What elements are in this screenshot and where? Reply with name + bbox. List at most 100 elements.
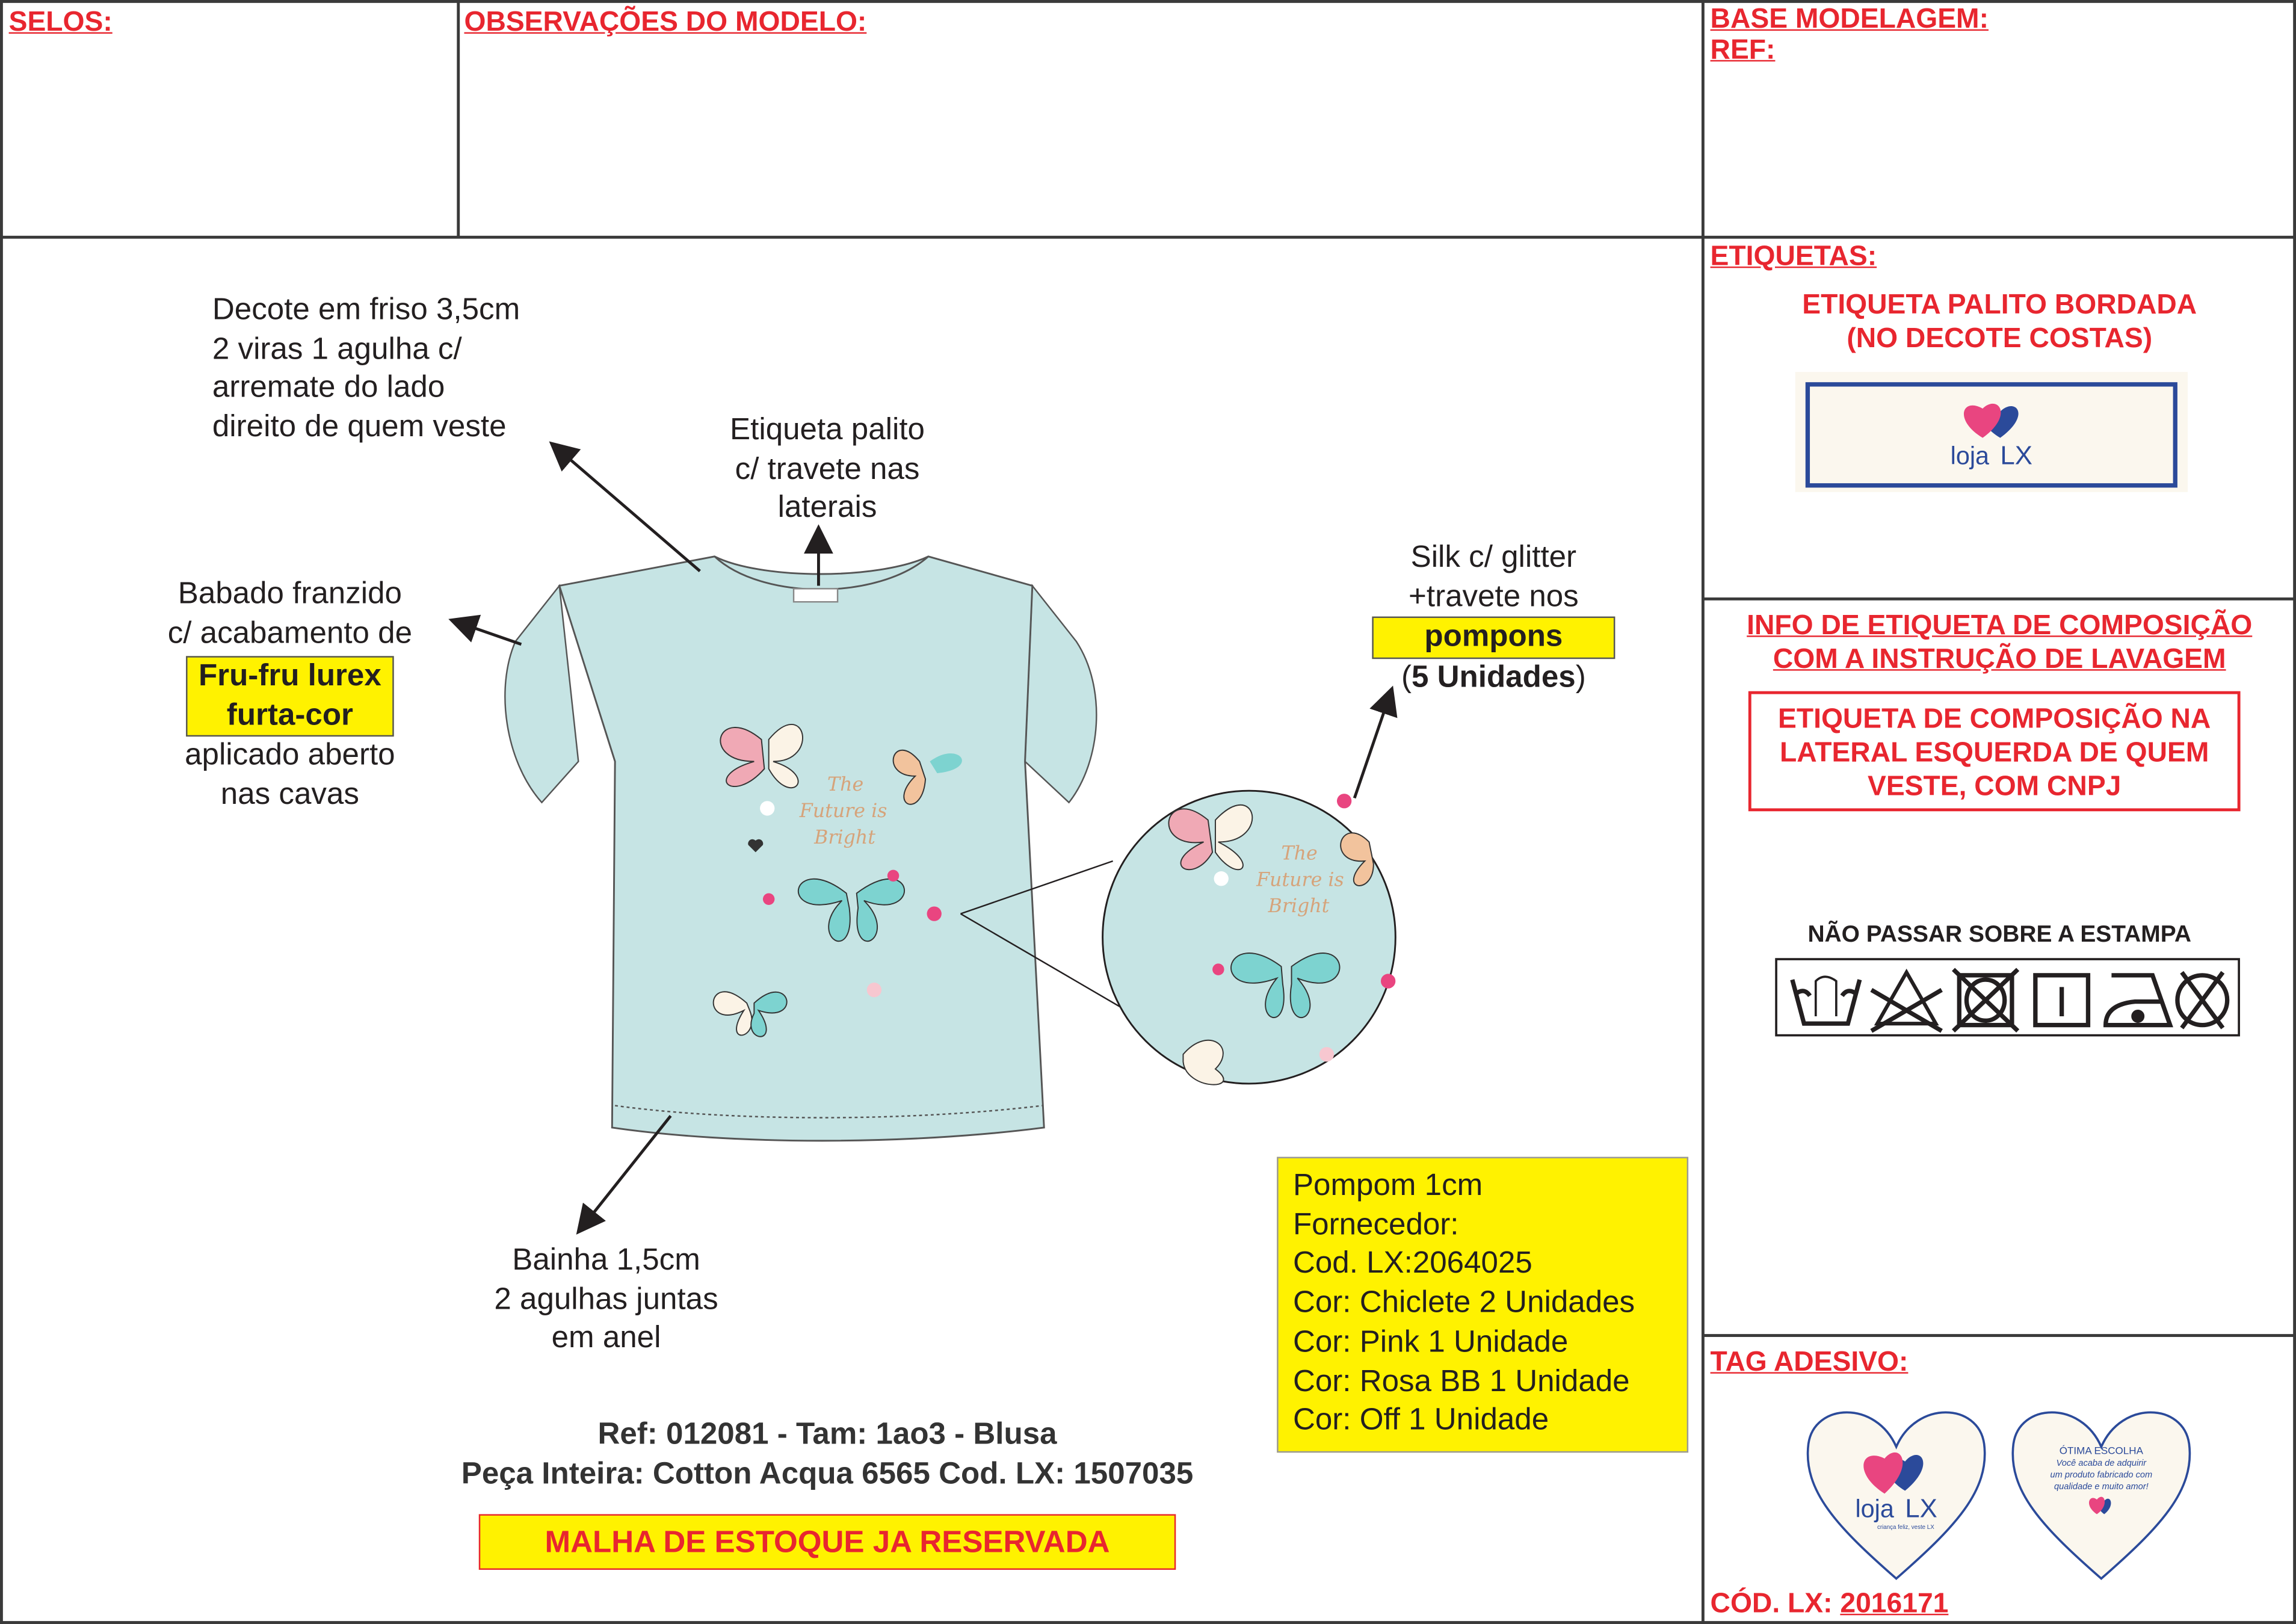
note-line: Silk c/ glitter	[1410, 540, 1577, 575]
iron-low-icon	[2103, 973, 2173, 1028]
pompom-line: Cod. LX:2064025	[1292, 1247, 1532, 1281]
note-line: 2 viras 1 agulha c/	[212, 332, 462, 366]
sleeve-ruffle-right	[1024, 584, 1097, 804]
note-line: Fru-fru lurex	[198, 659, 381, 693]
composicao-line: LATERAL ESQUERDA DE QUEM	[1780, 738, 2209, 769]
note-decote: Decote em friso 3,5cm 2 viras 1 agulha c/…	[212, 291, 520, 446]
divider	[1701, 0, 1705, 1624]
divider	[1703, 597, 2296, 601]
lojalx-logo: loja LX	[1951, 403, 2032, 470]
header-line: INFO DE ETIQUETA DE COMPOSIÇÃO	[1747, 610, 2253, 641]
etiqueta-frame	[1805, 382, 2177, 488]
border-bottom	[0, 1621, 2296, 1624]
pompom-line: Cor: Off 1 Unidade	[1292, 1403, 1549, 1437]
etiqueta-palito: loja LX	[1795, 372, 2188, 492]
pompom-line: Fornecedor:	[1292, 1208, 1459, 1242]
print-artwork: The Future is Bright	[712, 724, 962, 1037]
note-line: laterais	[777, 490, 877, 525]
tag-back-line: qualidade e muito amor!	[2054, 1483, 2149, 1492]
cod-lx: CÓD. LX: 2016171	[1711, 1589, 1949, 1622]
print-text: The	[1281, 843, 1317, 865]
etiquetas-header: ETIQUETAS:	[1710, 241, 1877, 273]
no-dry-clean-icon	[2175, 971, 2230, 1030]
note-line: em anel	[551, 1321, 661, 1355]
cod-label: CÓD. LX:	[1710, 1588, 1841, 1620]
border-right	[2293, 0, 2296, 1624]
detail-zoom-circle: The Future is Bright	[960, 789, 1396, 1085]
ref-line: Peça Inteira: Cotton Acqua 6565 Cod. LX:…	[461, 1457, 1194, 1491]
svg-text:loja: loja	[1855, 1495, 1893, 1522]
svg-text:loja: loja	[1951, 442, 1989, 469]
selos-header: SELOS:	[8, 7, 113, 39]
note-line: c/ acabamento de	[167, 616, 413, 650]
svg-text:LX: LX	[1905, 1493, 1937, 1523]
tag-back	[2011, 1411, 2191, 1580]
care-warning: NÃO PASSAR SOBRE A ESTAMPA	[1807, 922, 2191, 948]
note-line: Etiqueta palito	[730, 413, 925, 447]
note-line: +travete nos	[1409, 579, 1579, 613]
note-babado: Babado franzido c/ acabamento de Fru-fru …	[144, 575, 437, 814]
note-bainha: Bainha 1,5cm 2 agulhas juntas em anel	[460, 1242, 753, 1358]
print-text: Future is	[799, 800, 887, 822]
tag-back-line: um produto fabricado com	[2050, 1471, 2153, 1481]
label-palito-mini	[792, 588, 839, 603]
hand-wash-icon	[1790, 975, 1862, 1026]
note-line: c/ travete nas	[735, 451, 920, 486]
tag-tagline: criança feliz, veste LX	[1877, 1523, 1934, 1531]
pompom-line: Cor: Chiclete 2 Unidades	[1292, 1286, 1635, 1320]
print-text: The	[827, 774, 863, 795]
ref-line: Ref: 012081 - Tam: 1ao3 - Blusa	[597, 1417, 1057, 1451]
print-text: Bright	[813, 827, 875, 848]
line-dry-icon	[2033, 973, 2091, 1028]
note-line: direito de quem veste	[212, 409, 507, 443]
pompom-line: Cor: Pink 1 Unidade	[1292, 1325, 1569, 1359]
divider	[1703, 1334, 2296, 1337]
tag-adesivo-header: TAG ADESIVO:	[1710, 1347, 1909, 1379]
composicao-line: ETIQUETA DE COMPOSIÇÃO NA	[1778, 704, 2211, 735]
etiqueta-line: (NO DECOTE COSTAS)	[1847, 323, 2153, 354]
shirt-body	[558, 555, 1045, 1142]
callout-arrows	[448, 441, 1398, 1235]
sleeve-ruffle-left	[504, 584, 579, 804]
garment-drawing: The Future is Bright The Future is Brigh…	[448, 441, 1398, 1235]
note-line: furta-cor	[226, 697, 353, 732]
header-line: COM A INSTRUÇÃO DE LAVAGEM	[1773, 644, 2226, 675]
tag-back-title: ÓTIMA ESCOLHA	[2059, 1446, 2143, 1457]
note-line: Bainha 1,5cm	[512, 1243, 700, 1277]
note-line: Babado franzido	[177, 576, 402, 611]
care-symbols	[1775, 958, 2240, 1037]
composicao-box: ETIQUETA DE COMPOSIÇÃO NA LATERAL ESQUER…	[1748, 691, 2241, 812]
silk-units: 5 Unidades	[1412, 659, 1576, 694]
tag-front: loja LX	[1806, 1411, 1986, 1580]
svg-text:LX: LX	[2000, 440, 2032, 470]
pompom-line: Pompom 1cm	[1292, 1169, 1483, 1203]
note-line: Decote em friso 3,5cm	[212, 292, 520, 327]
note-line: aplicado aberto	[185, 738, 395, 772]
divider	[457, 0, 460, 238]
etiqueta-desc: ETIQUETA PALITO BORDADA (NO DECOTE COSTA…	[1703, 288, 2296, 356]
observacoes-header: OBSERVAÇÕES DO MODELO:	[464, 7, 867, 39]
no-bleach-icon	[1870, 968, 1943, 1033]
print-text: Future is	[1256, 869, 1344, 891]
babado-highlight: Fru-fru lurex furta-cor	[185, 656, 395, 737]
no-tumble-dry-icon	[1952, 968, 2020, 1033]
print-text: Bright	[1268, 895, 1330, 917]
border-top	[0, 0, 2296, 3]
ref-header: REF:	[1710, 35, 1776, 66]
border-left	[0, 0, 3, 1624]
composicao-line: VESTE, COM CNPJ	[1867, 771, 2122, 803]
note-silk: Silk c/ glitter+travete nos pompons (5 U…	[1362, 539, 1625, 697]
note-line: 2 agulhas juntas	[494, 1282, 718, 1316]
pompom-line: Cor: Rosa BB 1 Unidade	[1292, 1364, 1630, 1398]
etiqueta-line: ETIQUETA PALITO BORDADA	[1802, 289, 2197, 321]
pompons-highlight: pompons	[1372, 616, 1616, 658]
cod-value: 2016171	[1840, 1588, 1949, 1620]
note-line: arremate do lado	[212, 370, 445, 404]
note-line: nas cavas	[220, 777, 359, 811]
divider	[0, 235, 2296, 239]
stock-banner: MALHA DE ESTOQUE JA RESERVADA	[478, 1514, 1176, 1570]
base-modelagem-header: BASE MODELAGEM:	[1710, 4, 1989, 36]
